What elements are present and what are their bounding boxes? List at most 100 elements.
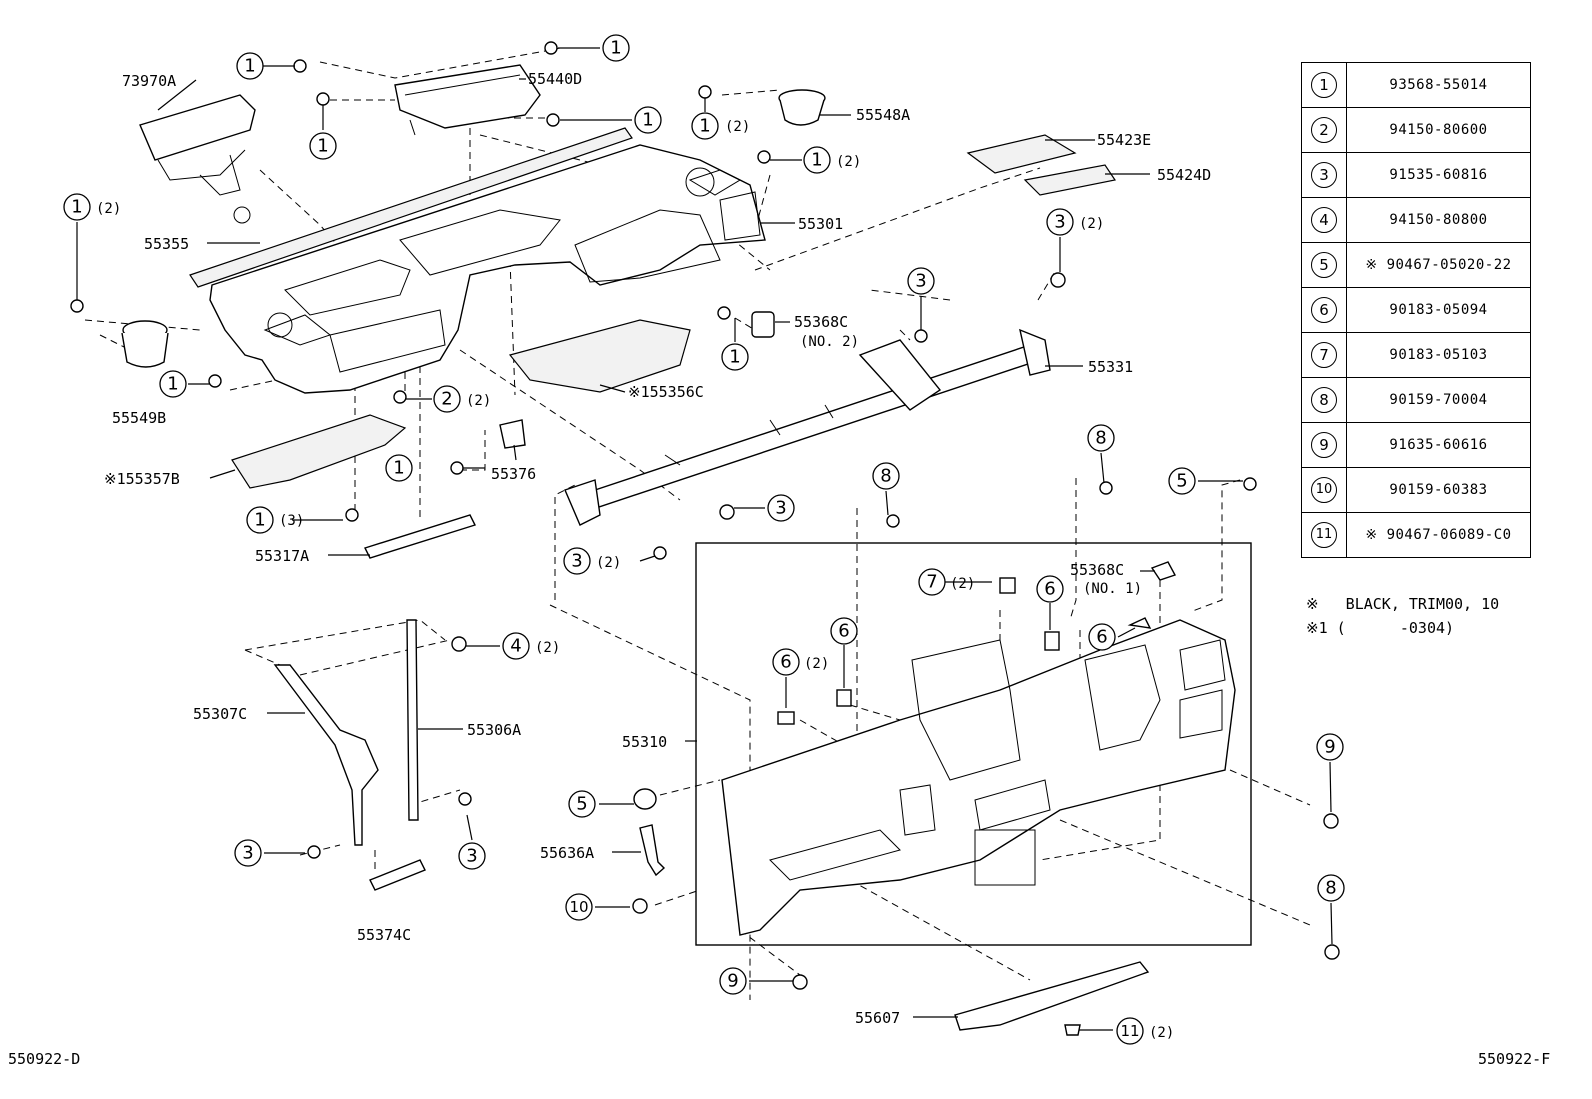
- svg-text:1: 1: [729, 347, 740, 368]
- svg-text:1: 1: [71, 197, 82, 218]
- note-line-1: ※ BLACK, TRIM00, 10: [1306, 595, 1500, 613]
- legend-part-number: 93568-55014: [1346, 62, 1531, 108]
- callout-4: 4: [502, 632, 530, 660]
- svg-text:8: 8: [1325, 878, 1336, 899]
- label-55306A: 55306A: [467, 721, 521, 739]
- callout-1: 1: [634, 106, 662, 134]
- callouts: 1 1 1 1 1 (2) 1 (2) 1 (2) 1 2 (2) 1 1 (3…: [63, 34, 1345, 1045]
- legend-row: 11※ 90467-06089-C0: [1301, 512, 1531, 558]
- upper-dashboard-panel: [189, 127, 766, 394]
- callout-1: 1: [602, 34, 630, 62]
- svg-text:1: 1: [244, 56, 255, 77]
- legend-key-circle: 10: [1311, 477, 1337, 503]
- svg-text:3: 3: [242, 843, 253, 864]
- callout-1: 1: [63, 193, 91, 221]
- legend-key: 9: [1301, 422, 1347, 468]
- label-55368C-no2-sub: (NO. 2): [800, 334, 859, 350]
- lower-dashboard-55310: [721, 619, 1236, 936]
- callout-6: 6: [1036, 575, 1064, 603]
- diagram-code-right: 550922-F: [1478, 1050, 1551, 1068]
- svg-text:5: 5: [576, 794, 587, 815]
- label-55355: 55355: [144, 235, 189, 253]
- svg-text:1: 1: [811, 150, 822, 171]
- svg-text:8: 8: [880, 466, 891, 487]
- pads-55423E-55424D: [966, 134, 1116, 196]
- label-55317A: 55317A: [255, 547, 309, 565]
- callout-3: 3: [907, 267, 935, 295]
- legend-key-circle: 3: [1311, 162, 1337, 188]
- svg-text:7: 7: [926, 572, 937, 593]
- undercover-55607: [954, 961, 1150, 1031]
- qty-label: (2): [804, 656, 829, 672]
- legend-key-circle: 5: [1311, 252, 1337, 278]
- legend-key: 10: [1301, 467, 1347, 513]
- bracket-55374C: [369, 859, 426, 891]
- diagram-code-left: 550922-D: [8, 1050, 81, 1068]
- callout-2: 2: [433, 385, 461, 413]
- svg-text:3: 3: [571, 551, 582, 572]
- label-55423E: 55423E: [1097, 131, 1151, 149]
- callout-1: 1: [236, 52, 264, 80]
- svg-text:1: 1: [393, 458, 404, 479]
- callout-5: 5: [1168, 467, 1196, 495]
- svg-text:3: 3: [466, 846, 477, 867]
- svg-text:1: 1: [254, 510, 265, 531]
- callout-1: 1: [691, 112, 719, 140]
- svg-text:1: 1: [167, 374, 178, 395]
- label-55307C: 55307C: [193, 705, 247, 723]
- legend-part-number: 90183-05094: [1346, 287, 1531, 333]
- callout-9: 9: [719, 967, 747, 995]
- callout-3: 3: [563, 547, 591, 575]
- qty-label: (2): [950, 576, 975, 592]
- legend-key-circle: 1: [1311, 72, 1337, 98]
- cup-55549B: [121, 320, 169, 368]
- qty-label: (2): [725, 119, 750, 135]
- legend-part-number: 91635-60616: [1346, 422, 1531, 468]
- qty-label: (2): [535, 640, 560, 656]
- label-55374C: 55374C: [357, 926, 411, 944]
- bracket-55636A: [639, 824, 666, 877]
- qty-label: (2): [96, 201, 121, 217]
- legend-part-number: ※ 90467-06089-C0: [1346, 512, 1531, 558]
- callout-10: 10: [565, 893, 593, 921]
- trim-55317A: [364, 514, 476, 559]
- label-55357B: ※155357B: [104, 470, 180, 488]
- svg-text:4: 4: [510, 636, 521, 657]
- svg-text:3: 3: [775, 498, 786, 519]
- callout-1: 1: [246, 506, 274, 534]
- legend-key-circle: 6: [1311, 297, 1337, 323]
- legend-part-number: ※ 90467-05020-22: [1346, 242, 1531, 288]
- label-55301: 55301: [798, 215, 843, 233]
- svg-text:1: 1: [642, 110, 653, 131]
- svg-text:1: 1: [699, 116, 710, 137]
- legend-key: 7: [1301, 332, 1347, 378]
- airbag-73970A: [139, 94, 256, 224]
- label-73970A: 73970A: [122, 72, 176, 90]
- pad-55356C: [508, 319, 691, 393]
- brace-55307C: [273, 664, 379, 846]
- brace-55306A: [406, 619, 419, 821]
- fasteners: [70, 41, 1340, 1036]
- qty-label: (2): [836, 154, 861, 170]
- callout-6: 6: [1088, 623, 1116, 651]
- label-55368C-no1-sub: (NO. 1): [1083, 581, 1142, 597]
- callout-3: 3: [767, 494, 795, 522]
- callout-1: 1: [721, 343, 749, 371]
- svg-text:11: 11: [1120, 1022, 1139, 1040]
- callout-1: 1: [385, 454, 413, 482]
- legend-key: 4: [1301, 197, 1347, 243]
- callout-7: 7: [918, 568, 946, 596]
- label-55368C-no1: 55368C: [1070, 561, 1124, 579]
- label-55368C-no2: 55368C: [794, 313, 848, 331]
- svg-text:9: 9: [727, 971, 738, 992]
- pad-55357B: [231, 414, 407, 489]
- label-55424D: 55424D: [1157, 166, 1211, 184]
- bracket-55376: [499, 419, 526, 449]
- legend-key: 2: [1301, 107, 1347, 153]
